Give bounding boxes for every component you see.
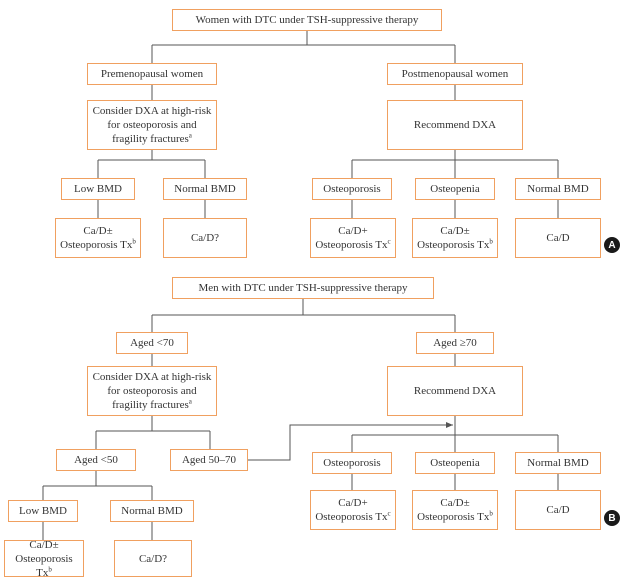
normal-bmd-pre-node: Normal BMD (163, 178, 247, 200)
osteopenia-node: Osteopenia (415, 452, 495, 474)
osteopenia-treatment-node: Ca/D±Osteoporosis Txb (412, 218, 498, 258)
low-bmd-node: Low BMD (61, 178, 135, 200)
aged-under-50-node: Aged <50 (56, 449, 136, 471)
normal-bmd-post-treatment-node: Ca/D (515, 218, 601, 258)
aged-70-plus-node: Aged ≥70 (416, 332, 494, 354)
normal-bmd-young-treatment-node: Ca/D? (114, 540, 192, 577)
low-bmd-treatment-node: Ca/D±Osteoporosis Txb (4, 539, 84, 579)
aged-50-70-node: Aged 50–70 (170, 449, 248, 471)
normal-bmd-post-node: Normal BMD (515, 178, 601, 200)
osteoporosis-node: Osteoporosis (312, 452, 392, 474)
normal-bmd-old-node: Normal BMD (515, 452, 601, 474)
panel-b-label: B (604, 510, 620, 526)
normal-bmd-old-treatment-node: Ca/D (515, 490, 601, 530)
normal-bmd-pre-treatment-node: Ca/D? (163, 218, 247, 258)
postmenopausal-node: Postmenopausal women (387, 63, 523, 85)
consider-dxa-node: Consider DXA at high-risk for osteoporos… (87, 100, 217, 150)
normal-bmd-young-node: Normal BMD (110, 500, 194, 522)
low-bmd-node: Low BMD (8, 500, 78, 522)
low-bmd-treatment-node: Ca/D±Osteoporosis Txb (55, 218, 141, 258)
aged-under-70-node: Aged <70 (116, 332, 188, 354)
osteoporosis-node: Osteoporosis (312, 178, 392, 200)
consider-dxa-node: Consider DXA at high-risk for osteoporos… (87, 366, 217, 416)
men-root-node: Men with DTC under TSH-suppressive thera… (172, 277, 434, 299)
recommend-dxa-node: Recommend DXA (387, 366, 523, 416)
osteopenia-node: Osteopenia (415, 178, 495, 200)
osteoporosis-treatment-node: Ca/D+Osteoporosis Txc (310, 218, 396, 258)
panel-a-label: A (604, 237, 620, 253)
women-root-node: Women with DTC under TSH-suppressive the… (172, 9, 442, 31)
premenopausal-node: Premenopausal women (87, 63, 217, 85)
recommend-dxa-node: Recommend DXA (387, 100, 523, 150)
osteopenia-treatment-node: Ca/D±Osteoporosis Txb (412, 490, 498, 530)
osteoporosis-treatment-node: Ca/D+Osteoporosis Txc (310, 490, 396, 530)
